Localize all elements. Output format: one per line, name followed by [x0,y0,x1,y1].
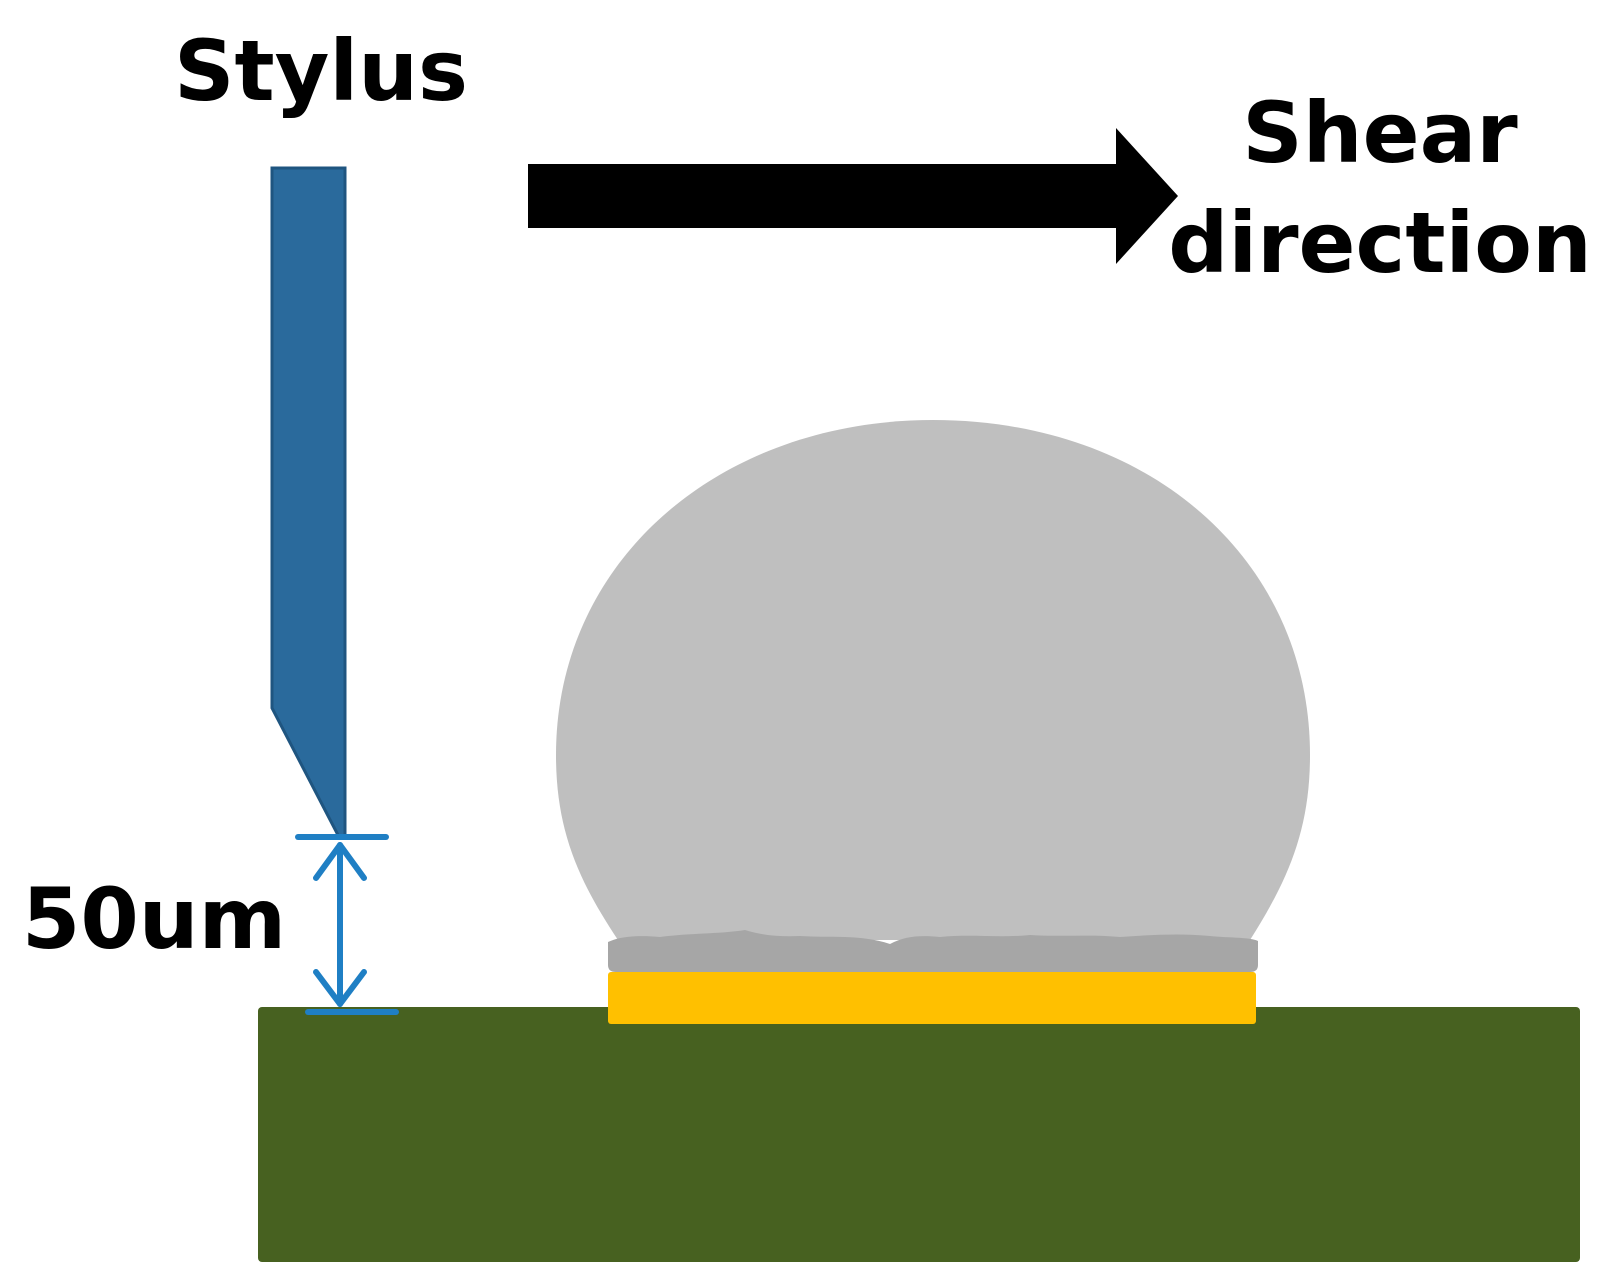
gap-label: 50um [22,870,286,968]
substrate [258,1007,1580,1262]
dimension-arrowhead-down [313,969,367,1007]
gap-dimension [295,834,399,1015]
stylus-tool [270,166,347,839]
shear-label-line2: direction [1168,194,1592,292]
stylus-label: Stylus [174,22,468,120]
shear-label-line1: Shear [1242,84,1518,182]
shear-arrow [528,128,1178,264]
solder-ball [556,420,1310,940]
dimension-arrowhead-up [313,842,367,881]
imc-layer [608,930,1258,972]
bond-pad [608,972,1256,1024]
